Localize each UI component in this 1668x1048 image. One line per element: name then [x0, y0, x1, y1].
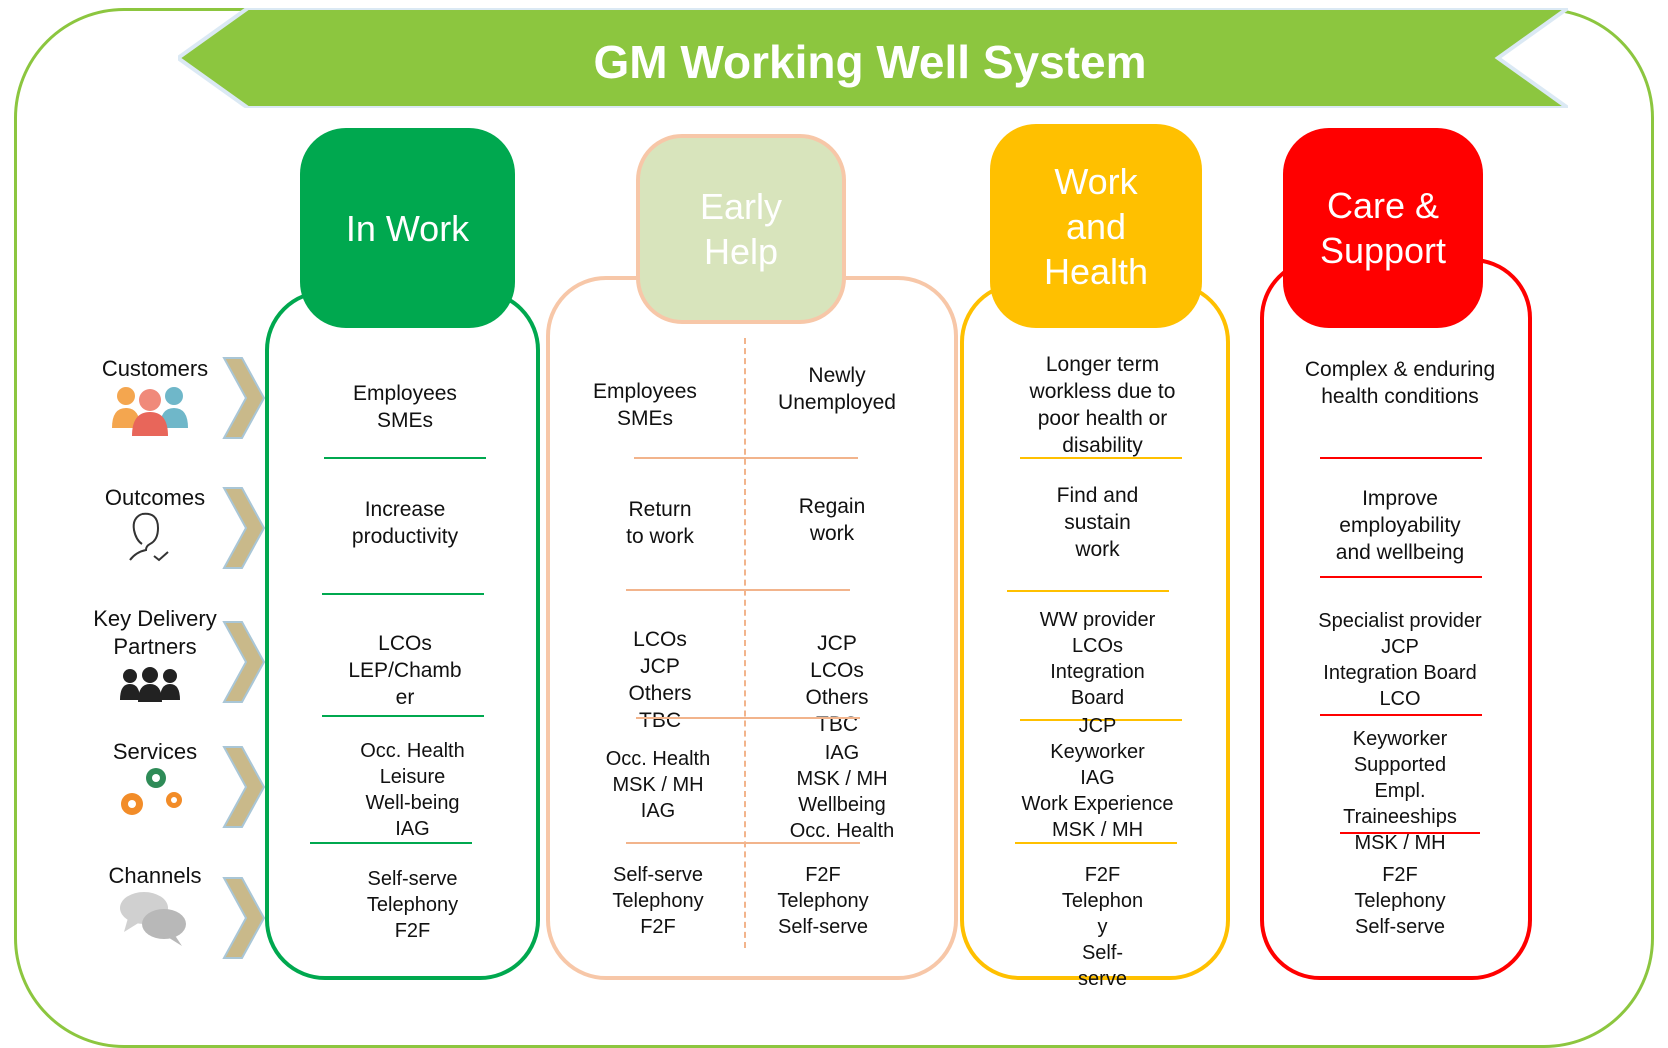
chevron-right-icon [222, 357, 266, 439]
care-support-customers: Complex & enduring health conditions [1304, 358, 1496, 408]
divider [322, 715, 484, 717]
work-health-services: JCP Keyworker IAG Work Experience MSK / … [1021, 715, 1174, 841]
in-work-outcomes: Increase productivity [351, 498, 459, 548]
early-help-right-services: IAG MSK / MH Wellbeing Occ. Health [789, 742, 895, 842]
gears-icon [121, 768, 182, 815]
work-health-outcomes: Find and sustain work [1056, 484, 1139, 561]
care-support-heading: Care & Support [1283, 128, 1483, 328]
early-help-left-outcomes: Return to work [626, 498, 694, 548]
work-health-partners: WW provider LCOs Integration Board [1039, 609, 1156, 709]
divider [634, 457, 858, 459]
care-support-partners: Specialist provider JCP Integration Boar… [1318, 610, 1482, 710]
row-label-channels: Channels [108, 863, 202, 888]
work-health-heading: Work and Health [990, 124, 1202, 328]
early-help-left-partners: LCOs JCP Others TBC [628, 628, 692, 732]
speech-bubbles-icon [120, 892, 186, 946]
team-icon [120, 667, 180, 702]
divider [1020, 719, 1182, 721]
row-label-customers: Customers [101, 356, 209, 381]
work-health-channels: F2F Telephon y Self- serve [1061, 864, 1144, 990]
chevron-right-icon [222, 621, 266, 703]
divider [1007, 590, 1169, 592]
divider [1340, 832, 1480, 834]
early-help-left-customers: Employees SMEs [593, 380, 697, 430]
early-help-left-services: Occ. Health MSK / MH IAG [605, 748, 711, 822]
in-work-customers: Employees SMEs [353, 382, 457, 432]
chevron-right-icon [222, 746, 266, 828]
title-banner [178, 8, 1568, 108]
row-label-outcomes: Outcomes [104, 485, 206, 510]
early-help-right-partners: JCP LCOs Others TBC [805, 632, 869, 736]
early-help-left-channels: Self-serve Telephony F2F [612, 864, 704, 938]
divider [744, 338, 746, 948]
people-group-icon [112, 387, 188, 436]
divider [1320, 714, 1482, 716]
early-help-right-customers: Newly Unemployed [778, 364, 896, 414]
in-work-partners: LCOs LEP/Chamb er [348, 632, 462, 709]
divider [636, 717, 860, 719]
divider [1015, 842, 1177, 844]
divider [1320, 576, 1482, 578]
care-support-channels: F2F Telephony Self-serve [1354, 864, 1446, 938]
care-support-outcomes: Improve employability and wellbeing [1335, 487, 1465, 564]
chevron-right-icon [222, 877, 266, 959]
person-check-icon [129, 512, 169, 562]
early-help-right-outcomes: Regain work [798, 495, 866, 545]
chevron-right-icon [222, 487, 266, 569]
in-work-services: Occ. Health Leisure Well-being IAG [360, 740, 465, 840]
early-help-heading: Early Help [636, 134, 846, 324]
row-label-partners: Key Delivery Partners [93, 606, 217, 659]
row-label-services: Services [112, 739, 198, 764]
care-support-services: Keyworker Supported Empl. Traineeships M… [1343, 728, 1457, 854]
page-title: GM Working Well System [593, 36, 1147, 88]
divider [1020, 457, 1182, 459]
divider [1320, 457, 1482, 459]
divider [626, 842, 860, 844]
work-health-customers: Longer term workless due to poor health … [1029, 353, 1176, 457]
divider [324, 457, 486, 459]
divider [322, 593, 484, 595]
in-work-channels: Self-serve Telephony F2F [366, 868, 459, 942]
divider [310, 842, 472, 844]
early-help-right-channels: F2F Telephony Self-serve [777, 864, 869, 938]
in-work-heading: In Work [300, 128, 515, 328]
divider [626, 589, 850, 591]
